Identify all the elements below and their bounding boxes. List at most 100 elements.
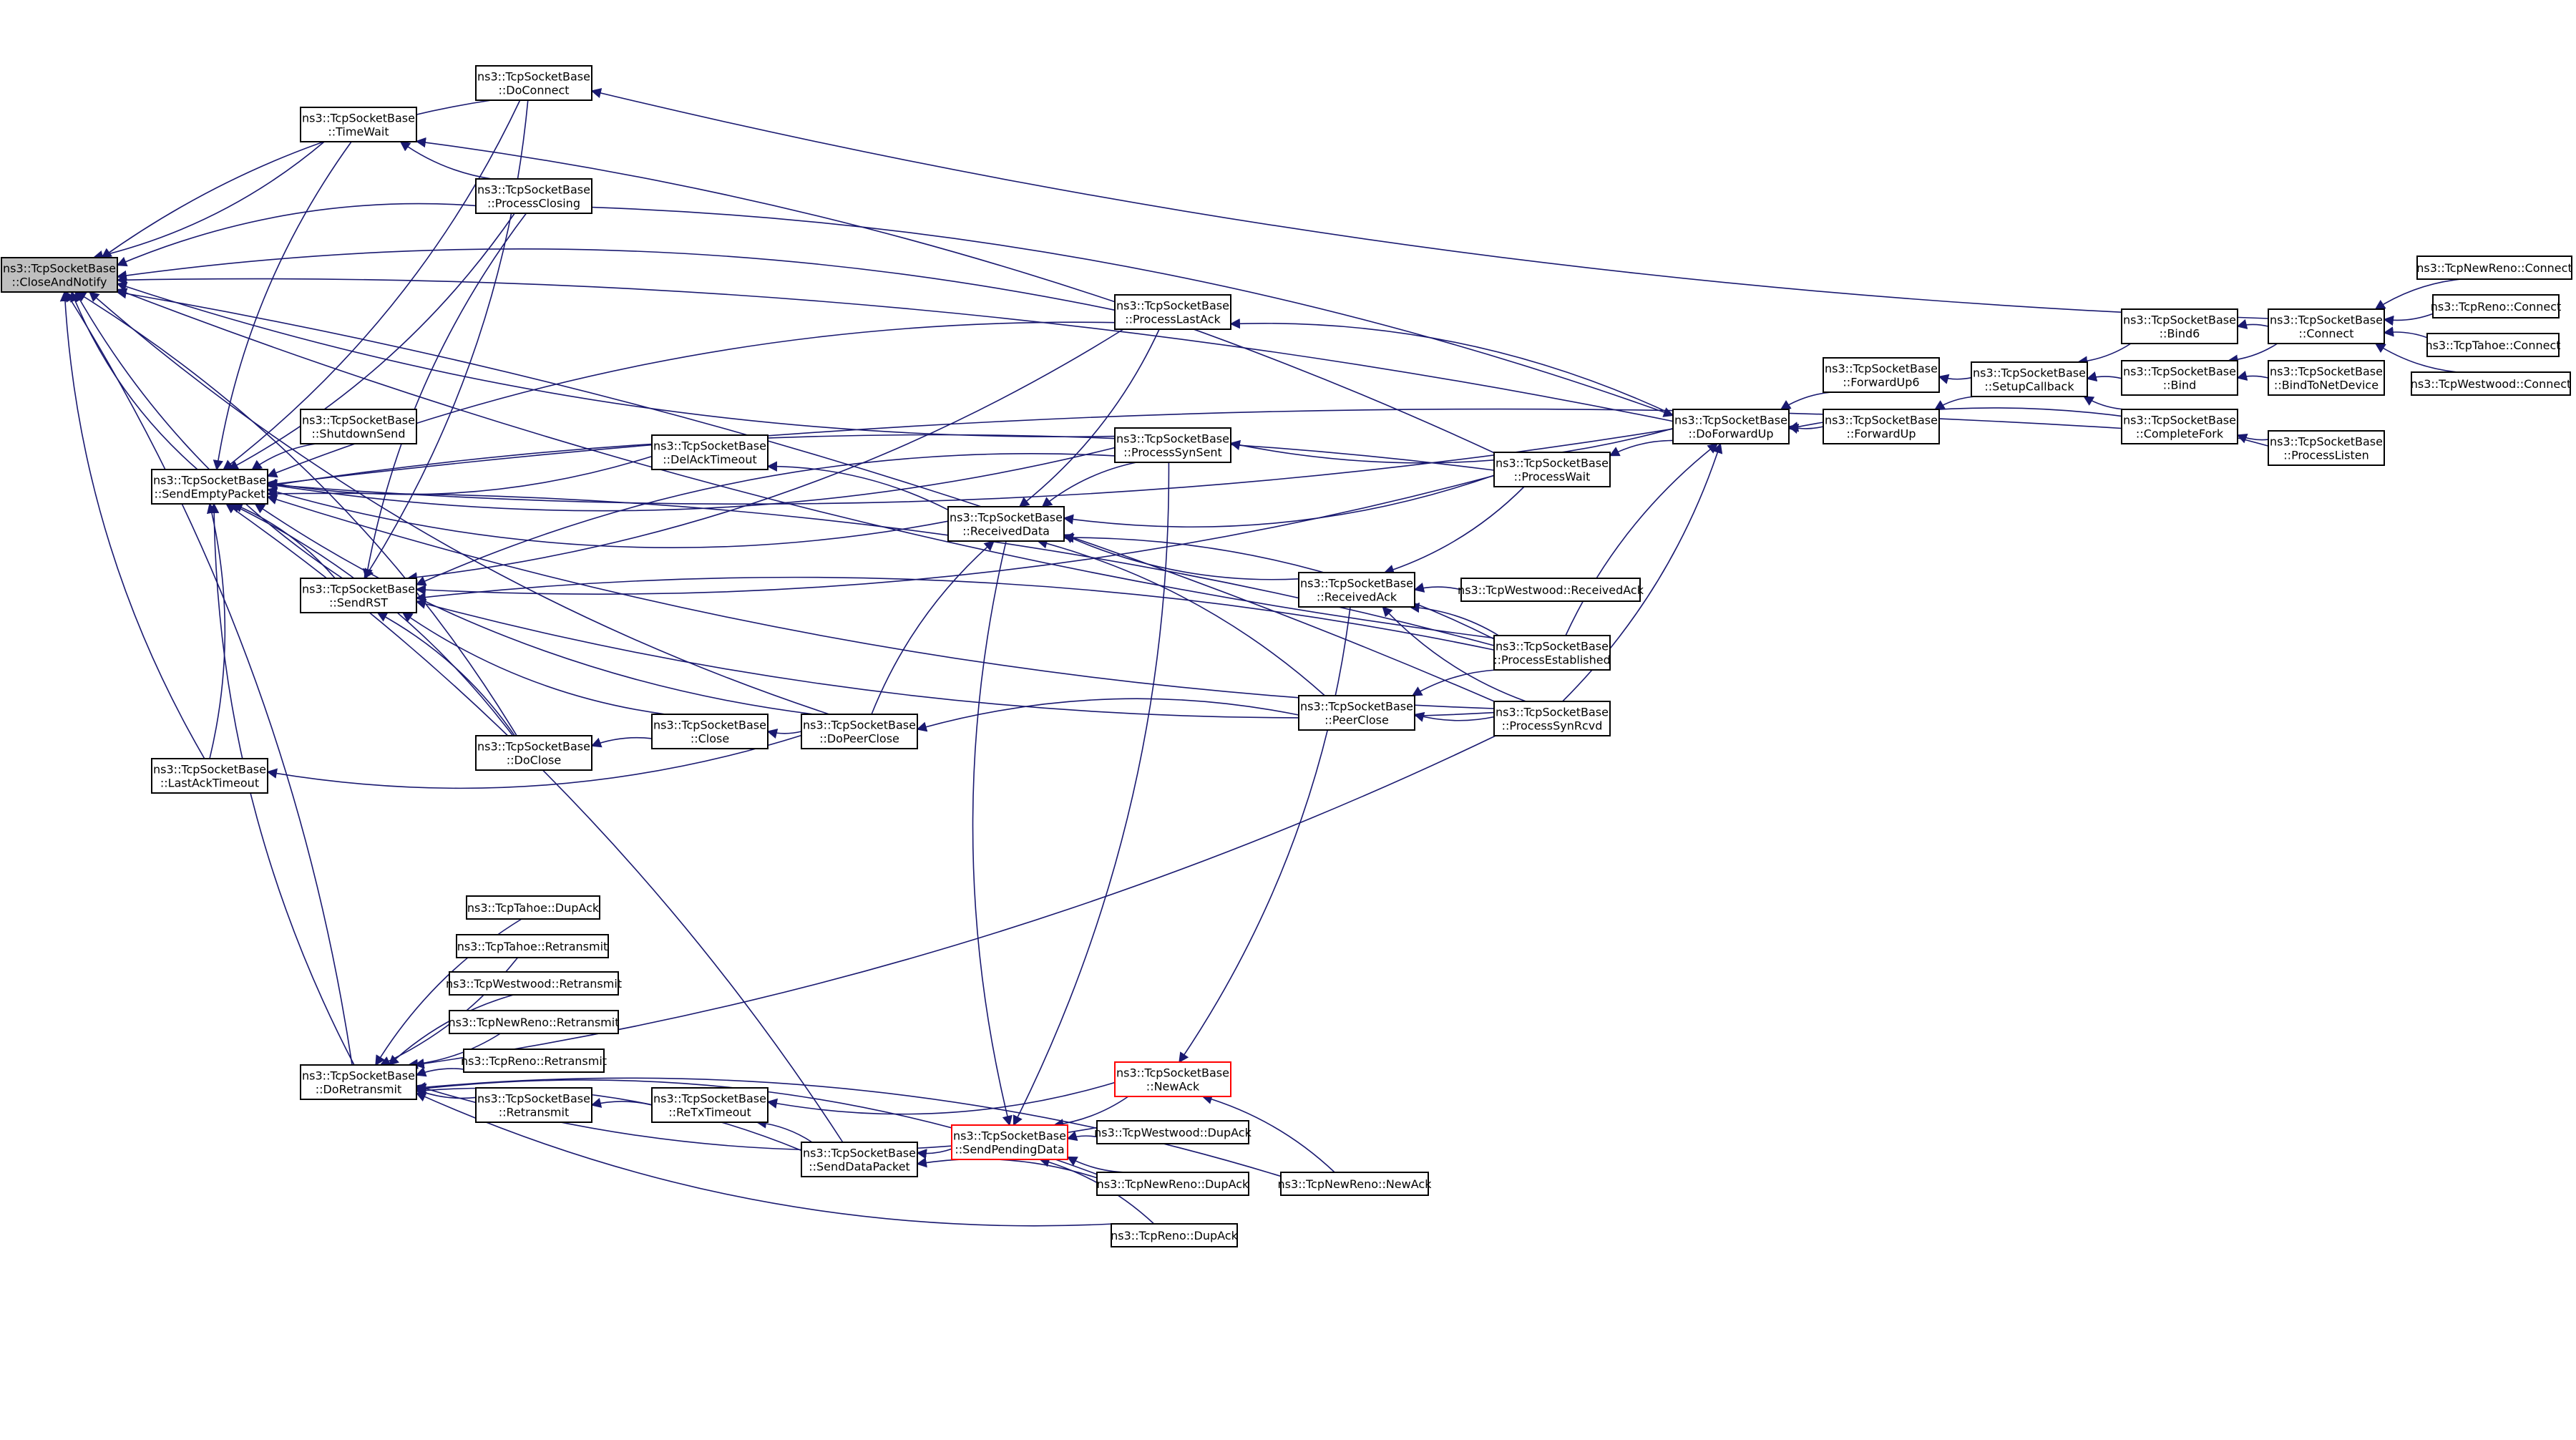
node-rdup[interactable]: ns3::TcpReno::DupAck xyxy=(1111,1223,1239,1247)
node-shut[interactable]: ns3::TcpSocketBase::ShutdownSend xyxy=(300,409,417,444)
node-psr[interactable]: ns3::TcpSocketBase::ProcessSynRcvd xyxy=(1493,701,1611,736)
node-cran[interactable]: ns3::TcpSocketBase::CloseAndNotify xyxy=(1,257,118,293)
node-rconn[interactable]: ns3::TcpReno::Connect xyxy=(2431,294,2562,318)
node-fu6[interactable]: ns3::TcpSocketBase::ForwardUp6 xyxy=(1823,357,1940,393)
node-bind[interactable]: ns3::TcpSocketBase::Bind xyxy=(2121,360,2238,396)
node-doconn[interactable]: ns3::TcpSocketBase::DoConnect xyxy=(475,65,592,101)
node-cfork[interactable]: ns3::TcpSocketBase::CompleteFork xyxy=(2121,409,2238,444)
node-psyn[interactable]: ns3::TcpSocketBase::ProcessSynSent xyxy=(1114,427,1231,463)
node-label: ::Bind6 xyxy=(2160,327,2200,341)
node-label: ::SendDataPacket xyxy=(809,1160,910,1174)
node-sep[interactable]: ns3::TcpSocketBase::SendEmptyPacket xyxy=(151,469,268,505)
node-wdup[interactable]: ns3::TcpWestwood::DupAck xyxy=(1094,1120,1252,1144)
node-scb[interactable]: ns3::TcpSocketBase::SetupCallback xyxy=(1971,361,2088,397)
node-dopc[interactable]: ns3::TcpSocketBase::DoPeerClose xyxy=(801,714,918,749)
node-wret[interactable]: ns3::TcpWestwood::Retransmit xyxy=(446,971,622,996)
node-bind6[interactable]: ns3::TcpSocketBase::Bind6 xyxy=(2121,308,2238,344)
edge-n_rdata-to-n_sep xyxy=(266,487,949,549)
node-label: ns3::TcpNewReno::Connect xyxy=(2416,261,2572,275)
edge-n_psr-to-n_dfu xyxy=(1562,442,1723,702)
edge-n_pclose-to-n_dopc xyxy=(916,698,1299,732)
edge-n_pest-to-n_rdata xyxy=(1063,532,1495,640)
node-sdp[interactable]: ns3::TcpSocketBase::SendDataPacket xyxy=(801,1142,918,1177)
edge-n_tconn-to-n_conn xyxy=(2383,326,2428,339)
node-srst[interactable]: ns3::TcpSocketBase::SendRST xyxy=(300,578,417,613)
node-tconn[interactable]: ns3::TcpTahoe::Connect xyxy=(2425,333,2561,357)
node-label: ::SendRST xyxy=(329,596,388,610)
edge-n_pwait-to-n_rack xyxy=(1383,486,1525,575)
edge-n_nack-to-n_spd xyxy=(1053,1096,1129,1129)
node-label: ns3::TcpSocketBase xyxy=(1825,414,1938,427)
node-box xyxy=(1,257,118,293)
node-doclose[interactable]: ns3::TcpSocketBase::DoClose xyxy=(475,735,592,771)
node-label: ns3::TcpWestwood::DupAck xyxy=(1094,1126,1252,1139)
node-pest[interactable]: ns3::TcpSocketBase::ProcessEstablished xyxy=(1493,635,1611,671)
node-btnd[interactable]: ns3::TcpSocketBase::BindToNetDevice xyxy=(2268,360,2385,396)
node-box xyxy=(1298,572,1415,608)
node-nrret[interactable]: ns3::TcpNewReno::Retransmit xyxy=(449,1010,620,1034)
node-label: ns3::TcpSocketBase xyxy=(2123,414,2236,427)
edge-n_srst-to-n_sep xyxy=(232,502,336,579)
node-dfu[interactable]: ns3::TcpSocketBase::DoForwardUp xyxy=(1672,409,1790,444)
edge-n_dfu-to-n_pwait xyxy=(1609,439,1674,457)
node-label: ns3::TcpSocketBase xyxy=(1674,414,1787,427)
node-label: ns3::TcpSocketBase xyxy=(302,112,415,125)
node-box xyxy=(1114,1061,1231,1097)
node-label: ::DoRetransmit xyxy=(316,1083,402,1096)
node-rto[interactable]: ns3::TcpSocketBase::ReTxTimeout xyxy=(651,1087,769,1123)
node-rack[interactable]: ns3::TcpSocketBase::ReceivedAck xyxy=(1298,572,1415,608)
node-pwait[interactable]: ns3::TcpSocketBase::ProcessWait xyxy=(1493,452,1611,487)
node-label: ns3::TcpSocketBase xyxy=(2270,435,2383,449)
edge-n_rto-to-n_ret xyxy=(590,1097,653,1108)
node-box xyxy=(801,1142,918,1177)
node-rret[interactable]: ns3::TcpReno::Retransmit xyxy=(461,1049,607,1073)
node-spd[interactable]: ns3::TcpSocketBase::SendPendingData xyxy=(951,1124,1068,1160)
node-delack[interactable]: ns3::TcpSocketBase::DelAckTimeout xyxy=(651,434,769,470)
edge-n_psr-to-n_cran xyxy=(116,288,1495,702)
node-box xyxy=(651,714,769,749)
node-label: ns3::TcpSocketBase xyxy=(302,583,415,596)
node-box xyxy=(300,578,417,613)
node-label: ns3::TcpNewReno::NewAck xyxy=(1278,1177,1433,1191)
node-box xyxy=(951,1124,1068,1160)
node-box xyxy=(2268,308,2385,344)
node-box xyxy=(1493,701,1611,736)
node-pclose[interactable]: ns3::TcpSocketBase::PeerClose xyxy=(1298,695,1415,731)
edge-n_wdup-to-n_spd xyxy=(1066,1131,1098,1142)
edge-n_pwait-to-n_sep xyxy=(266,434,1495,490)
node-doret[interactable]: ns3::TcpSocketBase::DoRetransmit xyxy=(300,1064,417,1100)
node-plast[interactable]: ns3::TcpSocketBase::ProcessLastAck xyxy=(1114,294,1231,330)
node-conn[interactable]: ns3::TcpSocketBase::Connect xyxy=(2268,308,2385,344)
node-tret[interactable]: ns3::TcpTahoe::Retransmit xyxy=(456,934,609,958)
node-lat[interactable]: ns3::TcpSocketBase::LastAckTimeout xyxy=(151,758,268,794)
node-tw[interactable]: ns3::TcpSocketBase::TimeWait xyxy=(300,107,417,142)
edge-n_rdata-to-n_delack xyxy=(766,461,949,511)
node-tdup[interactable]: ns3::TcpTahoe::DupAck xyxy=(466,895,600,920)
node-box xyxy=(1280,1172,1429,1196)
node-rdata[interactable]: ns3::TcpSocketBase::ReceivedData xyxy=(947,506,1065,542)
node-nrconn[interactable]: ns3::TcpNewReno::Connect xyxy=(2416,256,2572,280)
node-close[interactable]: ns3::TcpSocketBase::Close xyxy=(651,714,769,749)
node-nack[interactable]: ns3::TcpSocketBase::NewAck xyxy=(1114,1061,1231,1097)
node-pclosing[interactable]: ns3::TcpSocketBase::ProcessClosing xyxy=(475,178,592,214)
node-label: ns3::TcpSocketBase xyxy=(1496,457,1609,470)
edge-n_psyn-to-n_cran xyxy=(116,281,1116,438)
node-plisten[interactable]: ns3::TcpSocketBase::ProcessListen xyxy=(2268,430,2385,466)
edge-n_rdup-to-n_doret xyxy=(415,1091,1113,1227)
node-wconn[interactable]: ns3::TcpWestwood::Connect xyxy=(2411,371,2572,396)
node-box xyxy=(1493,635,1611,671)
node-nrdup[interactable]: ns3::TcpNewReno::DupAck xyxy=(1096,1172,1249,1196)
edge-n_nrdup-to-n_spd xyxy=(1066,1156,1128,1173)
edge-n_wra-to-n_rack xyxy=(1413,582,1462,593)
node-label: ns3::TcpSocketBase xyxy=(477,183,590,197)
node-label: ns3::TcpSocketBase xyxy=(953,1129,1066,1143)
node-label: ::BindToNetDevice xyxy=(2274,379,2379,392)
node-ret[interactable]: ns3::TcpSocketBase::Retransmit xyxy=(475,1087,592,1123)
node-fu[interactable]: ns3::TcpSocketBase::ForwardUp xyxy=(1823,409,1940,444)
node-box xyxy=(1096,1172,1249,1196)
node-nrnack[interactable]: ns3::TcpNewReno::NewAck xyxy=(1278,1172,1433,1196)
node-label: ::ProcessListen xyxy=(2283,449,2368,462)
node-label: ::CloseAndNotify xyxy=(12,276,107,289)
node-wra[interactable]: ns3::TcpWestwood::ReceivedAck xyxy=(1458,578,1644,602)
edge-n_psr-to-n_pclose xyxy=(1413,711,1495,722)
